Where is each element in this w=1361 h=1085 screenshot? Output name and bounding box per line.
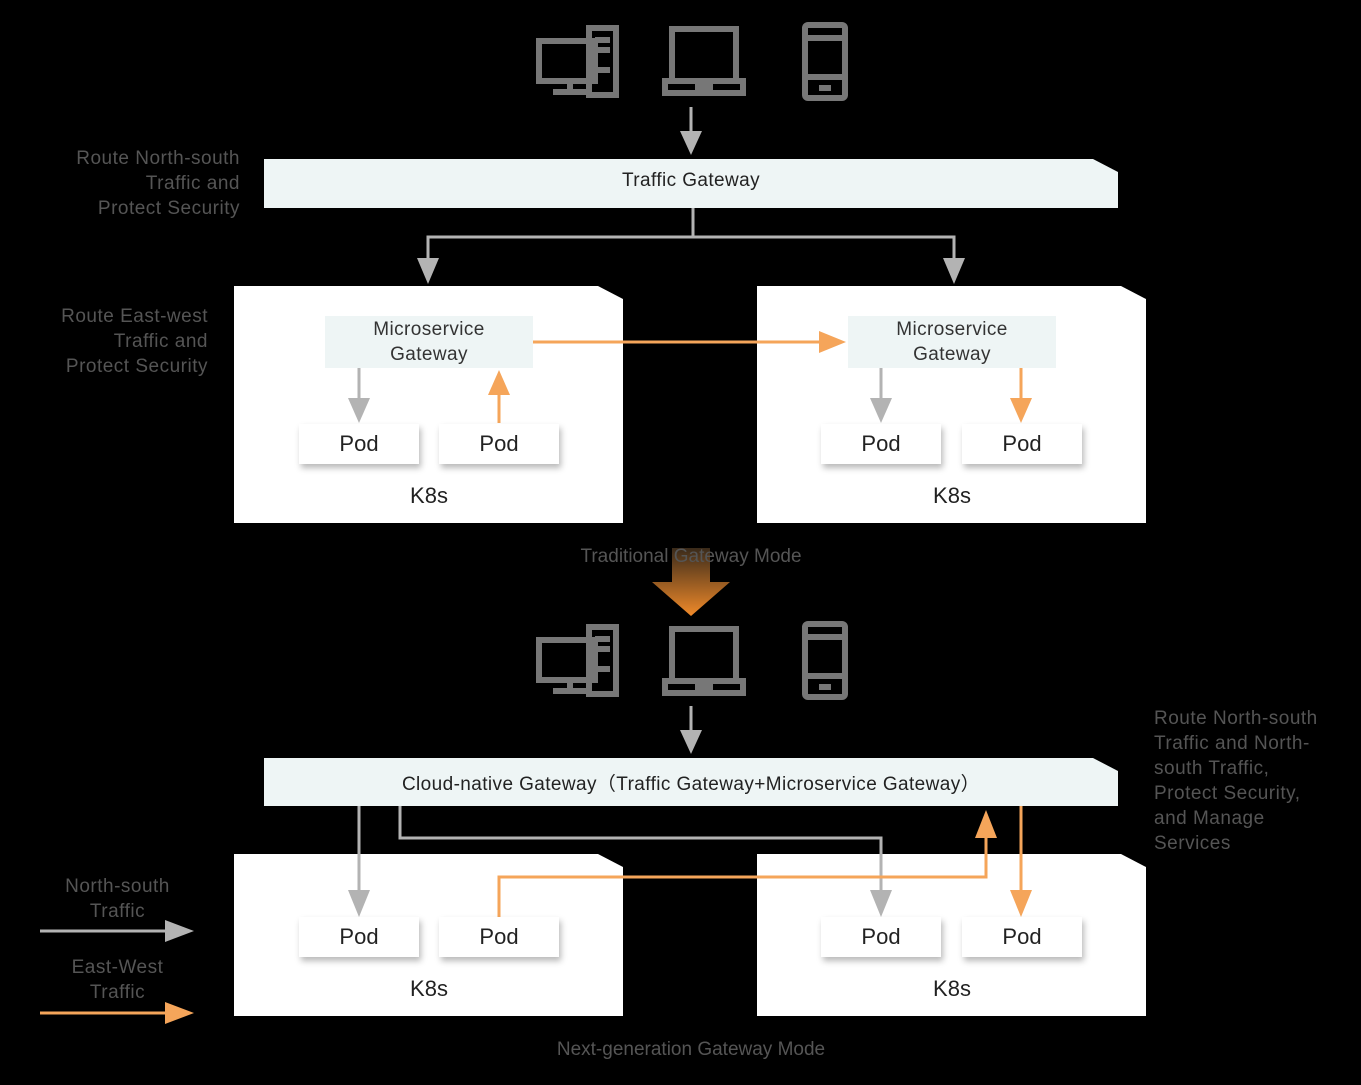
k8s-label: K8s: [933, 976, 971, 1001]
pod: Pod: [299, 917, 419, 957]
north-south-arrow: [680, 706, 702, 754]
cloud-native-gateway-label: Cloud-native Gateway（Traffic Gateway+Mic…: [401, 774, 981, 795]
desktop-icon: [536, 624, 619, 697]
microservice-gateway-label: Microservice Gateway: [896, 319, 1008, 365]
east-west-arrow: [1010, 368, 1032, 423]
desktop-icon: [536, 25, 619, 98]
cloud-native-gateway-bar: [264, 758, 1118, 806]
k8s-cluster-panel: [234, 854, 623, 1016]
laptop-icon: [662, 26, 746, 96]
arrowhead: [975, 810, 997, 838]
north-south-split-arrow: [426, 208, 956, 260]
north-south-route-label: Route North-south Traffic and Protect Se…: [76, 148, 240, 219]
pod: Pod: [821, 424, 941, 464]
east-west-arrow: [488, 370, 510, 423]
pod: Pod: [962, 917, 1082, 957]
k8s-cluster-panel: [757, 854, 1146, 1016]
pod: Pod: [299, 424, 419, 464]
mobile-phone-icon: [802, 621, 848, 700]
arrowhead: [943, 258, 965, 284]
arrowhead: [1010, 890, 1032, 917]
arrowhead: [417, 258, 439, 284]
pod: Pod: [439, 917, 559, 957]
mobile-phone-icon: [802, 22, 848, 101]
k8s-label: K8s: [933, 483, 971, 508]
legend-north-south-label: North-south Traffic: [65, 876, 170, 922]
pod: Pod: [962, 424, 1082, 464]
legend-north-south-arrow: [40, 920, 194, 942]
microservice-gateway-right: Microservice Gateway: [848, 316, 1056, 368]
north-south-arrow: [870, 368, 892, 423]
east-west-arrow: [497, 806, 1023, 917]
traditional-mode-caption: Traditional Gateway Mode: [580, 546, 802, 567]
traffic-gateway-label: Traffic Gateway: [622, 170, 760, 191]
cloud-native-route-label: Route North-south Traffic and North- sou…: [1154, 708, 1318, 854]
legend-east-west-label: East-West Traffic: [71, 957, 164, 1003]
north-south-arrow: [348, 368, 370, 423]
east-west-route-label: Route East-west Traffic and Protect Secu…: [61, 306, 208, 377]
north-south-arrow: [357, 806, 883, 892]
arrowhead: [870, 890, 892, 917]
k8s-label: K8s: [410, 976, 448, 1001]
traffic-gateway-bar: [264, 159, 1118, 208]
microservice-gateway-left: Microservice Gateway: [325, 316, 533, 368]
north-south-arrow: [680, 107, 702, 155]
pod: Pod: [439, 424, 559, 464]
transition-arrow: [652, 548, 730, 616]
pod: Pod: [821, 917, 941, 957]
k8s-label: K8s: [410, 483, 448, 508]
legend-east-west-arrow: [40, 1002, 194, 1024]
east-west-arrow: [533, 331, 846, 353]
arrowhead: [348, 890, 370, 917]
microservice-gateway-label: Microservice Gateway: [373, 319, 485, 365]
laptop-icon: [662, 626, 746, 696]
next-generation-mode-caption: Next-generation Gateway Mode: [556, 1039, 826, 1060]
